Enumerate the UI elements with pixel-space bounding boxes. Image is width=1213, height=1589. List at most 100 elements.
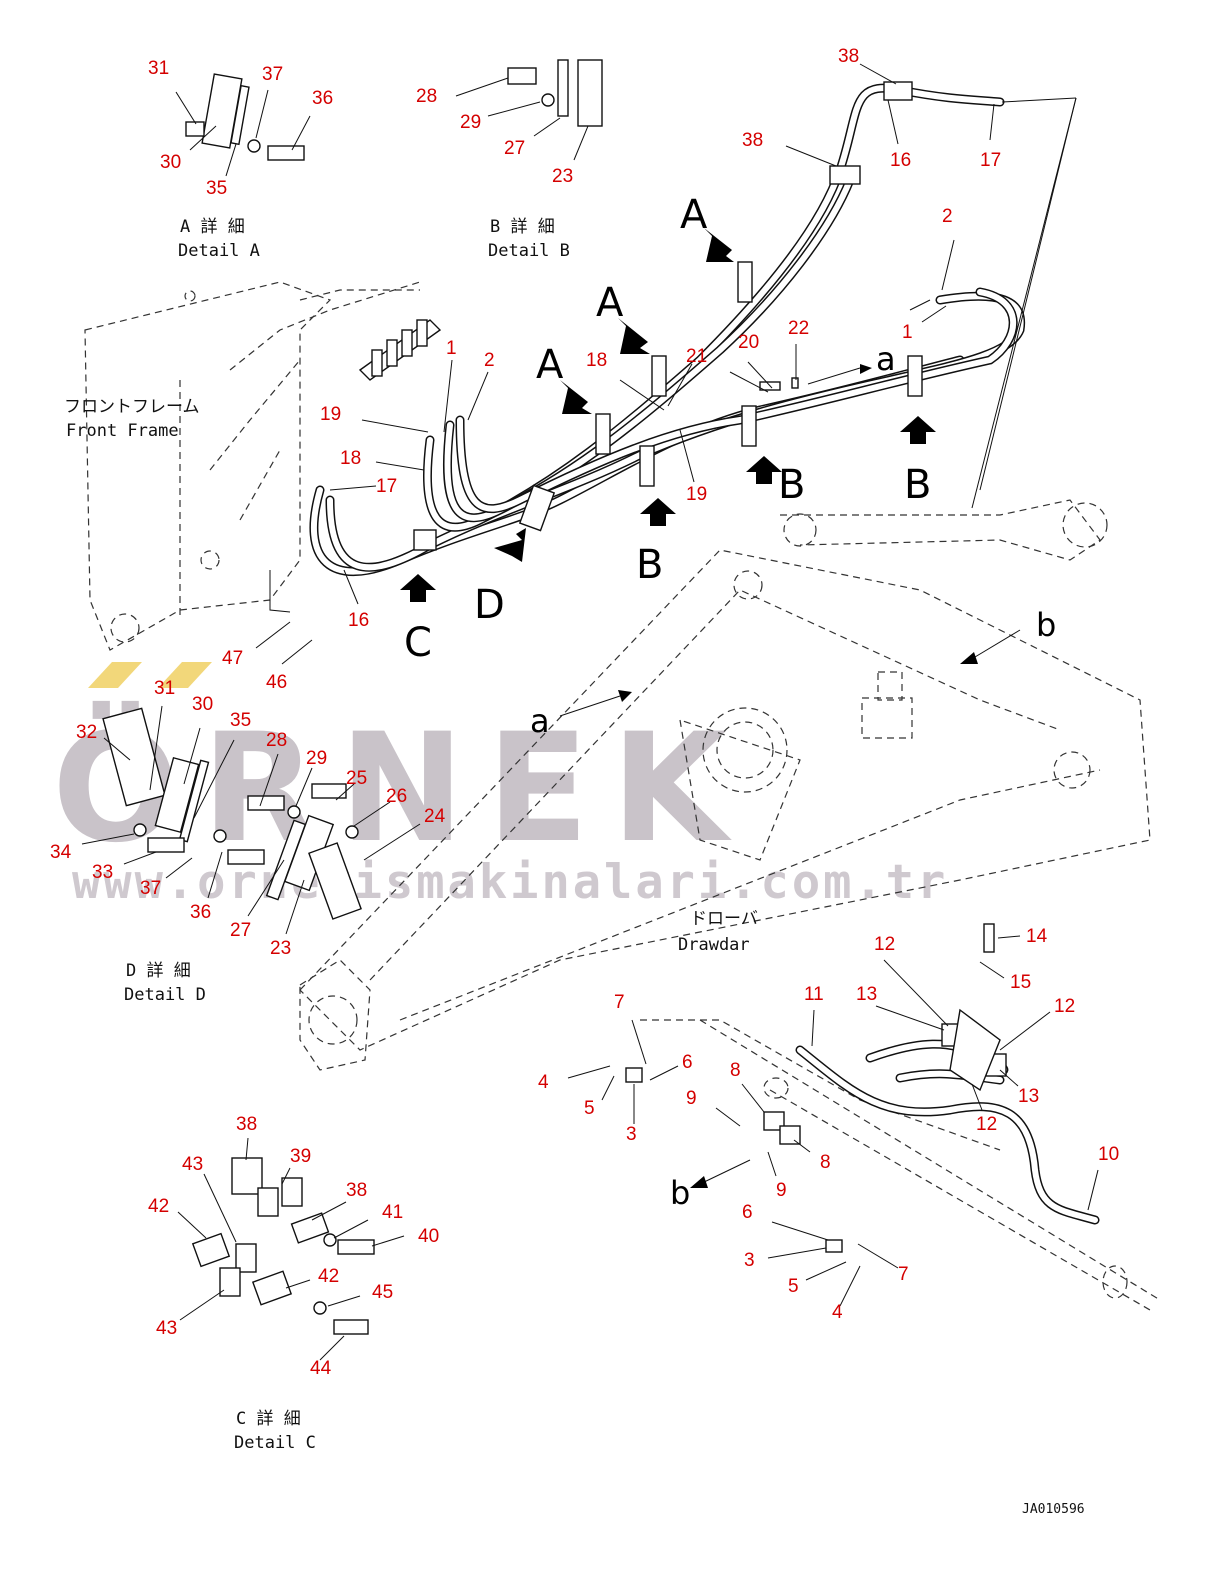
callout-number: 8 bbox=[730, 1060, 741, 1081]
callout-number: 32 bbox=[76, 722, 97, 743]
callout-number: 10 bbox=[1098, 1144, 1119, 1165]
callout-number: 30 bbox=[160, 152, 181, 173]
view-letter-c: C bbox=[404, 620, 432, 666]
detail-b-caption-jp: B 詳 細 bbox=[490, 217, 555, 237]
callout-number: 12 bbox=[874, 934, 895, 955]
callout-number: 47 bbox=[222, 648, 243, 669]
callout-number: 39 bbox=[290, 1146, 311, 1167]
callout-number: 36 bbox=[312, 88, 333, 109]
callout-number: 17 bbox=[376, 476, 397, 497]
callout-number: 33 bbox=[92, 862, 113, 883]
detail-a-caption-jp: A 詳 細 bbox=[180, 217, 245, 237]
callout-number: 44 bbox=[310, 1358, 332, 1379]
view-letter-b: B bbox=[636, 542, 663, 588]
callout-number: 19 bbox=[320, 404, 341, 425]
drawing-reference: JA010596 bbox=[1022, 1502, 1085, 1517]
callout-number: 46 bbox=[266, 672, 287, 693]
callout-number: 7 bbox=[614, 992, 625, 1013]
callout-number: 1 bbox=[902, 322, 913, 343]
main-hoses bbox=[309, 81, 1026, 576]
callout-number: 35 bbox=[230, 710, 251, 731]
callout-number: 43 bbox=[156, 1318, 177, 1339]
callout-number: 42 bbox=[148, 1196, 169, 1217]
detail-b-caption-en: Detail B bbox=[488, 241, 570, 261]
callout-number: 9 bbox=[776, 1180, 787, 1201]
view-letter-small-b: b bbox=[1036, 606, 1056, 644]
callout-number: 38 bbox=[236, 1114, 257, 1135]
drawbar-drawing bbox=[299, 499, 1161, 1311]
callout-number: 37 bbox=[262, 64, 283, 85]
view-letter-small-a: a bbox=[530, 702, 550, 740]
view-arrows bbox=[400, 228, 1021, 1188]
callout-number: 24 bbox=[424, 806, 446, 827]
front-frame-caption-en: Front Frame bbox=[66, 421, 179, 441]
valve-block bbox=[358, 319, 442, 381]
detail-b-drawing bbox=[507, 59, 603, 127]
view-letter-a: A bbox=[596, 280, 624, 326]
callout-number: 8 bbox=[820, 1152, 831, 1173]
callout-number: 28 bbox=[266, 730, 287, 751]
callout-number: 27 bbox=[230, 920, 251, 941]
view-letter-d: D bbox=[474, 582, 505, 628]
callout-number: 6 bbox=[742, 1202, 753, 1223]
callout-number: 13 bbox=[856, 984, 877, 1005]
callout-number: 38 bbox=[742, 130, 763, 151]
callout-number: 4 bbox=[538, 1072, 549, 1093]
callout-number: 18 bbox=[340, 448, 361, 469]
detail-c-drawing bbox=[191, 1157, 375, 1335]
callout-number: 29 bbox=[306, 748, 327, 769]
view-letters: A A A B B B C D a a b b bbox=[404, 192, 1056, 1212]
callout-number: 9 bbox=[686, 1088, 697, 1109]
watermark-url: www.ornekismakinalari.com.tr bbox=[72, 855, 948, 910]
callout-number: 3 bbox=[744, 1250, 755, 1271]
callout-number: 22 bbox=[788, 318, 809, 339]
callout-number: 31 bbox=[154, 678, 175, 699]
callout-number: 5 bbox=[584, 1098, 595, 1119]
callout-number: 35 bbox=[206, 178, 227, 199]
drawbar-caption-jp: ドローバ bbox=[690, 909, 758, 929]
detail-d-caption-jp: D 詳 細 bbox=[126, 961, 191, 981]
view-letter-small-a: a bbox=[876, 340, 896, 378]
callout-number: 17 bbox=[980, 150, 1001, 171]
detail-d-caption-en: Detail D bbox=[124, 985, 206, 1005]
callout-number: 25 bbox=[346, 768, 367, 789]
callout-number: 14 bbox=[1026, 926, 1048, 947]
callout-number: 6 bbox=[682, 1052, 693, 1073]
detail-c-caption-en: Detail C bbox=[234, 1433, 316, 1453]
callout-number: 23 bbox=[270, 938, 291, 959]
callout-number: 16 bbox=[890, 150, 911, 171]
callout-number: 13 bbox=[1018, 1086, 1039, 1107]
callout-number: 29 bbox=[460, 112, 481, 133]
callout-number: 31 bbox=[148, 58, 169, 79]
captions: A 詳 細 Detail A B 詳 細 Detail B フロントフレーム F… bbox=[64, 217, 1085, 1517]
callout-number: 12 bbox=[1054, 996, 1075, 1017]
callout-number: 23 bbox=[552, 166, 573, 187]
callout-number: 41 bbox=[382, 1202, 403, 1223]
lower-right-hoses bbox=[625, 923, 1100, 1253]
detail-a-drawing bbox=[185, 73, 305, 161]
callout-number: 4 bbox=[832, 1302, 843, 1323]
callout-number: 7 bbox=[898, 1264, 909, 1285]
callout-number: 36 bbox=[190, 902, 211, 923]
callout-number: 3 bbox=[626, 1124, 637, 1145]
leader-lines bbox=[81, 63, 1099, 1361]
callout-number: 26 bbox=[386, 786, 407, 807]
detail-d-drawing bbox=[102, 707, 362, 920]
callout-number: 40 bbox=[418, 1226, 439, 1247]
callout-number: 37 bbox=[140, 878, 161, 899]
callout-number: 1 bbox=[446, 338, 457, 359]
view-letter-b: B bbox=[778, 462, 805, 508]
detail-c-caption-jp: C 詳 細 bbox=[236, 1409, 301, 1429]
callout-number: 42 bbox=[318, 1266, 339, 1287]
drawbar-caption-en: Drawdar bbox=[678, 935, 750, 955]
callouts: 31 37 36 30 35 28 29 27 23 38 38 16 17 2… bbox=[50, 46, 1119, 1379]
view-letter-small-b: b bbox=[670, 1174, 690, 1212]
front-frame-caption-jp: フロントフレーム bbox=[64, 397, 200, 417]
callout-number: 30 bbox=[192, 694, 213, 715]
callout-number: 38 bbox=[838, 46, 859, 67]
watermark: ÖRNEK www.ornekismakinalari.com.tr bbox=[52, 662, 948, 910]
view-letter-b: B bbox=[904, 462, 931, 508]
callout-number: 15 bbox=[1010, 972, 1031, 993]
front-frame-drawing bbox=[84, 281, 421, 651]
